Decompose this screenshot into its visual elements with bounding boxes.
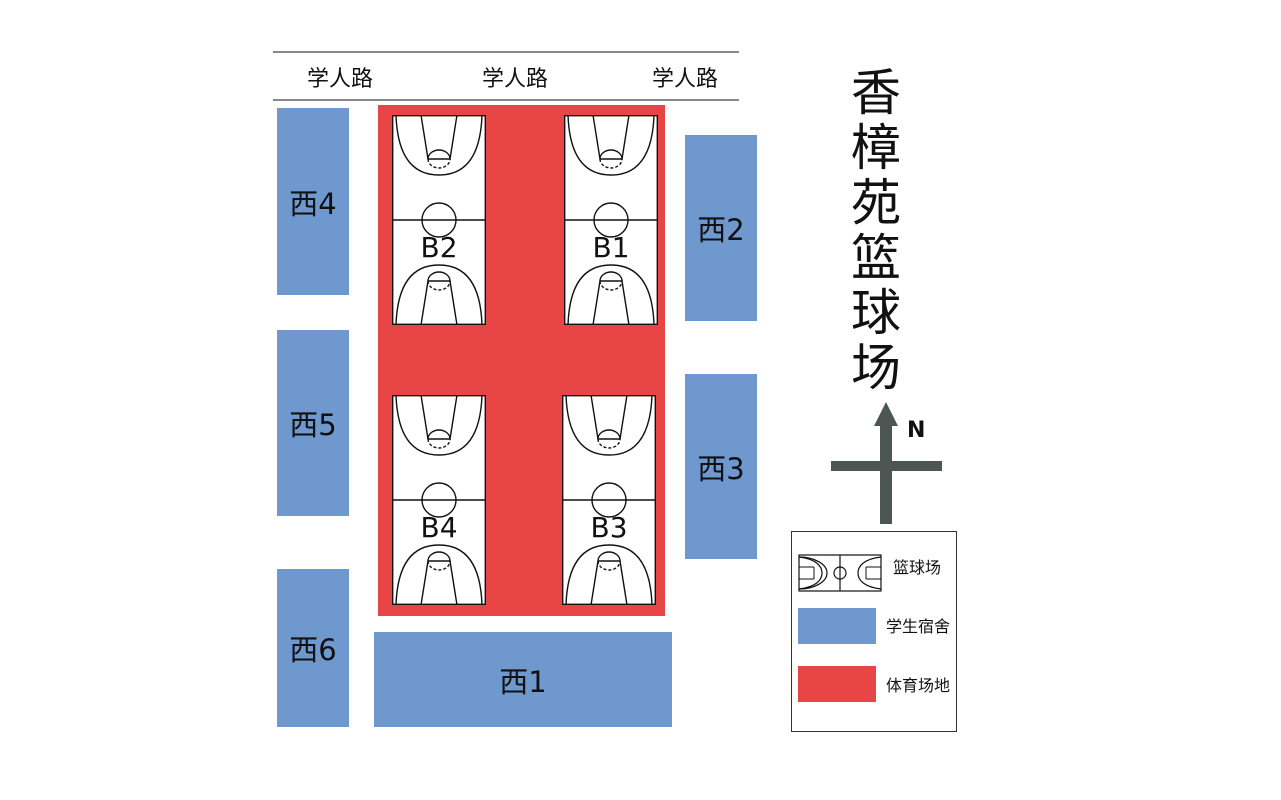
court-b2[interactable]: B2: [392, 115, 486, 325]
legend: 篮球场 学生宿舍 体育场地: [791, 531, 957, 732]
dorm-west1[interactable]: 西1: [374, 632, 672, 727]
dorm-west2-label: 西2: [697, 213, 745, 247]
court-b4-label: B4: [420, 511, 458, 544]
court-b3[interactable]: B3: [562, 395, 656, 605]
court-b2-label: B2: [420, 231, 458, 264]
dorm-west2[interactable]: 西2: [685, 135, 757, 321]
legend-court-icon: [798, 554, 882, 592]
court-b4[interactable]: B4: [392, 395, 486, 605]
dorm-west4-label: 西4: [289, 186, 337, 221]
north-arrow-icon: [831, 402, 942, 524]
road-label-center: 学人路: [482, 67, 549, 92]
legend-dorm-label: 学生宿舍: [886, 617, 951, 636]
dorm-west4[interactable]: 西4: [277, 108, 349, 295]
title-char: 樟: [851, 119, 901, 177]
dorm-west6[interactable]: 西6: [277, 569, 349, 727]
legend-sports-swatch: [798, 666, 876, 702]
map-title: 香 樟 苑 篮 球 场: [846, 66, 906, 396]
title-char: 香: [851, 64, 901, 122]
dorm-west5[interactable]: 西5: [277, 330, 349, 516]
court-b1-label: B1: [592, 231, 630, 264]
legend-dorm-swatch: [798, 608, 876, 644]
road-label-left: 学人路: [307, 67, 374, 92]
title-char: 苑: [851, 174, 901, 232]
dorm-west6-label: 西6: [289, 633, 337, 667]
court-b3-label: B3: [590, 511, 628, 544]
title-char: 球: [851, 284, 901, 342]
dorm-west1-label: 西1: [499, 664, 547, 699]
court-b1[interactable]: B1: [564, 115, 658, 325]
dorm-west5-label: 西5: [289, 408, 337, 442]
dorm-west3-label: 西3: [697, 451, 745, 486]
title-char: 篮: [851, 229, 901, 287]
road-label-right: 学人路: [652, 67, 719, 92]
north-label: N: [907, 418, 926, 443]
legend-sports-label: 体育场地: [886, 676, 951, 695]
title-char: 场: [851, 339, 901, 397]
legend-court-label: 篮球场: [893, 558, 942, 577]
road-top-edge: [273, 51, 739, 53]
road-bottom-edge: [273, 99, 739, 101]
dorm-west3[interactable]: 西3: [685, 374, 757, 559]
